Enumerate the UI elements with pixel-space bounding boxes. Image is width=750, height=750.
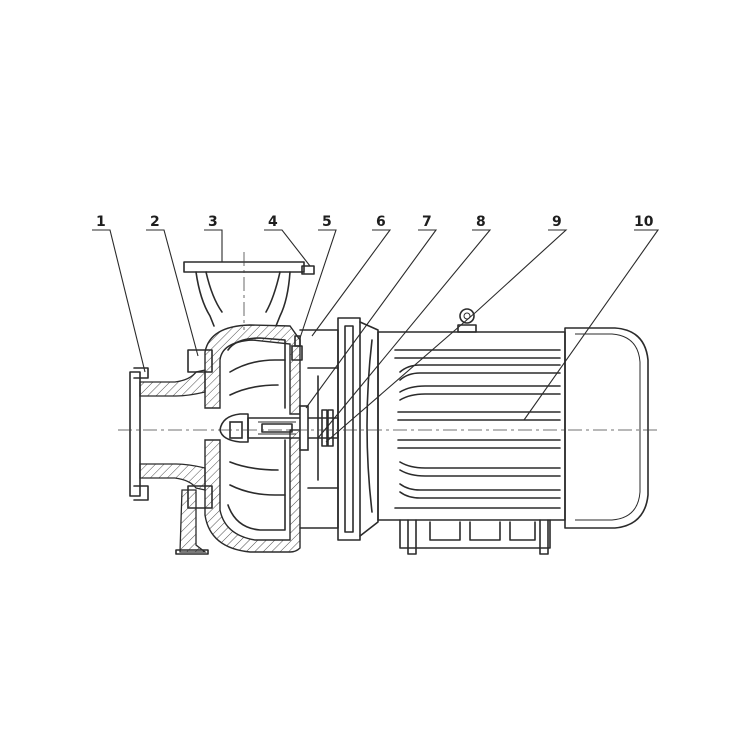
- callout-4: 4: [268, 214, 278, 230]
- callout-9: 9: [552, 214, 562, 230]
- lifting-eye: [457, 308, 477, 333]
- suction-inlet: [129, 349, 213, 555]
- callout-5: 5: [322, 214, 332, 230]
- callout-labels: 1 2 3 4 5 6 7 8 9 10: [96, 214, 654, 230]
- callout-1: 1: [96, 214, 106, 230]
- motor: [366, 308, 649, 555]
- motor-feet: [399, 519, 551, 555]
- callout-3: 3: [208, 214, 218, 230]
- shaft-assembly: [219, 405, 339, 451]
- callout-8: 8: [476, 214, 486, 230]
- pump-casing: [204, 324, 303, 553]
- motor-cooling-fins: [394, 349, 561, 509]
- discharge-outlet: [183, 261, 315, 327]
- callout-6: 6: [376, 214, 386, 230]
- callout-2: 2: [150, 214, 160, 230]
- callout-7: 7: [422, 214, 432, 230]
- leader-lines: [92, 229, 660, 443]
- callout-10: 10: [634, 214, 654, 230]
